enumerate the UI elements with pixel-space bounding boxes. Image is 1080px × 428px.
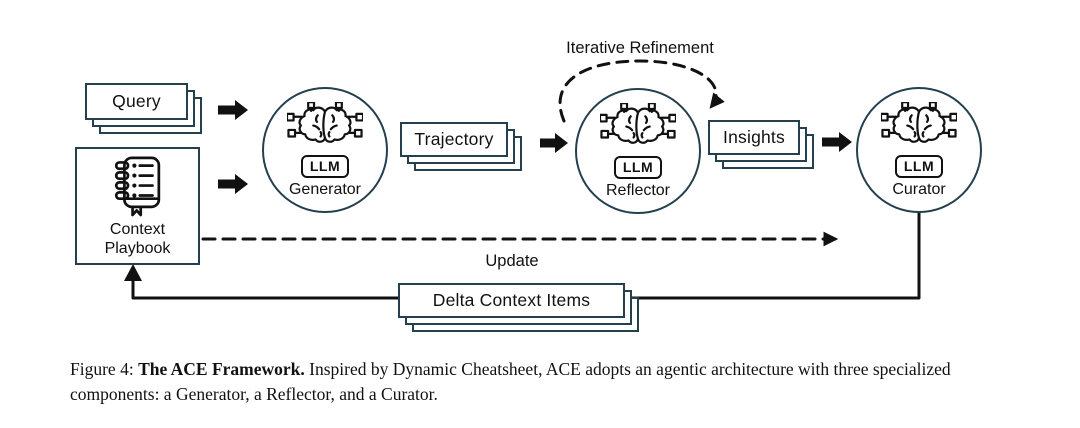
generator-label: Generator (288, 181, 362, 198)
delta-context-items-card: Delta Context Items (398, 283, 625, 318)
figure-caption: Figure 4: The ACE Framework. Inspired by… (70, 357, 1032, 407)
llm-brain-icon (881, 102, 957, 143)
iterative-refinement-dashed-loop (558, 59, 725, 123)
iterative-refinement-label: Iterative Refinement (566, 39, 714, 57)
playbook-label-line2: Playbook (104, 240, 171, 257)
query-to-generator-arrow-icon (218, 100, 248, 120)
llm-brain-icon (287, 102, 363, 143)
reflector-node: LLM Reflector (575, 88, 701, 214)
curator-node: LLM Curator (856, 87, 982, 213)
context-playbook-box: Context Playbook (75, 147, 200, 265)
reflector-label: Reflector (605, 182, 671, 199)
insights-card: Insights (708, 120, 800, 155)
llm-badge: LLM (613, 156, 663, 179)
feedback-arrowhead-icon (124, 264, 142, 281)
insights-to-curator-arrow-icon (822, 132, 852, 152)
llm-brain-icon (600, 103, 676, 144)
playbook-label: Context Playbook (105, 220, 171, 258)
update-label: Update (485, 252, 539, 270)
llm-badge: LLM (300, 155, 350, 178)
playbook-to-generator-arrow-icon (218, 174, 248, 194)
caption-body: Inspired by Dynamic Cheatsheet, ACE adop… (70, 359, 951, 404)
playbook-label-line1: Context (109, 221, 166, 238)
query-card: Query (85, 83, 188, 120)
curator-label: Curator (892, 181, 946, 198)
trajectory-card: Trajectory (400, 122, 508, 157)
generator-node: LLM Generator (262, 87, 388, 213)
caption-title: The ACE Framework. (138, 359, 305, 379)
caption-prefix: Figure 4: (70, 359, 134, 379)
ace-framework-diagram: Query Trajectory Insights Delta Context … (75, 39, 982, 332)
notebook-icon (114, 156, 160, 217)
llm-badge: LLM (894, 155, 944, 178)
trajectory-to-reflector-arrow-icon (540, 133, 568, 153)
